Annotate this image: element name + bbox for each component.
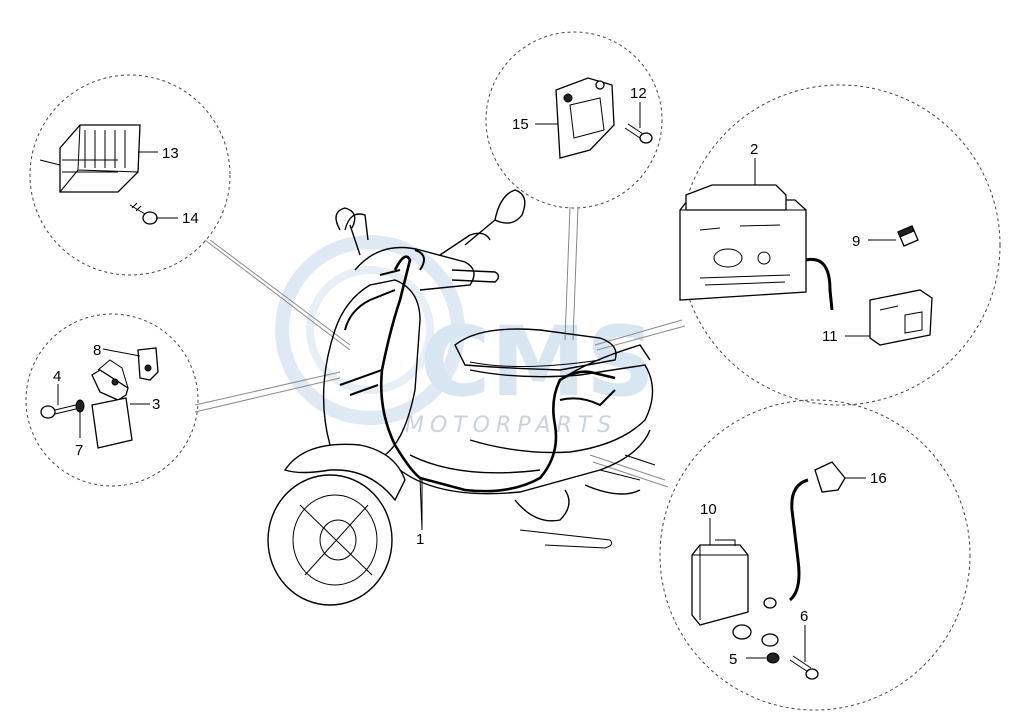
callout-5: 5 bbox=[729, 651, 737, 668]
spark-plug-lead-16 bbox=[763, 461, 860, 609]
bracket-plate-15 bbox=[555, 77, 615, 159]
control-unit-11 bbox=[869, 289, 933, 346]
fitting-5 bbox=[732, 624, 780, 664]
bubble-bracket bbox=[485, 31, 663, 209]
callout-16: 16 bbox=[870, 470, 887, 487]
callout-6: 6 bbox=[800, 608, 808, 625]
washer-7 bbox=[75, 399, 85, 413]
callout-9: 9 bbox=[852, 233, 860, 250]
battery-2 bbox=[679, 184, 834, 311]
bracket-8 bbox=[137, 347, 159, 381]
detail-bubbles bbox=[25, 31, 1001, 711]
scooter-outline bbox=[267, 189, 656, 606]
callout-13: 13 bbox=[162, 145, 179, 162]
screw-12 bbox=[624, 123, 653, 144]
callout-4: 4 bbox=[53, 368, 61, 385]
callout-3: 3 bbox=[152, 396, 160, 413]
callout-15: 15 bbox=[512, 116, 529, 133]
callout-11: 11 bbox=[822, 328, 838, 345]
wiring-harness bbox=[339, 249, 616, 531]
callout-7: 7 bbox=[75, 442, 83, 459]
callout-labels: 1 2 3 4 5 6 7 8 9 10 11 12 13 14 15 16 bbox=[53, 85, 887, 668]
bubble-cdi bbox=[659, 399, 971, 711]
relay-3 bbox=[91, 359, 133, 449]
callout-12: 12 bbox=[630, 85, 647, 102]
bubble-battery bbox=[679, 84, 1001, 406]
callout-14: 14 bbox=[182, 210, 199, 227]
voltage-regulator-13 bbox=[39, 124, 141, 193]
screw-6 bbox=[789, 655, 819, 680]
callout-2: 2 bbox=[750, 141, 758, 158]
callout-10: 10 bbox=[700, 501, 717, 518]
bubble-regulator bbox=[29, 74, 231, 276]
watermark: CMS MOTORPARTS bbox=[275, 235, 655, 438]
watermark-logo: CMS bbox=[420, 306, 655, 418]
bubble-relay bbox=[25, 313, 199, 487]
cdi-unit-10 bbox=[691, 539, 749, 626]
callout-1: 1 bbox=[416, 531, 424, 548]
screw-14 bbox=[129, 202, 158, 225]
callout-8: 8 bbox=[93, 342, 101, 359]
fuse-9 bbox=[897, 225, 919, 247]
watermark-subtext: MOTORPARTS bbox=[405, 413, 617, 438]
leader-lines bbox=[57, 102, 896, 662]
bolt-4 bbox=[40, 403, 81, 419]
